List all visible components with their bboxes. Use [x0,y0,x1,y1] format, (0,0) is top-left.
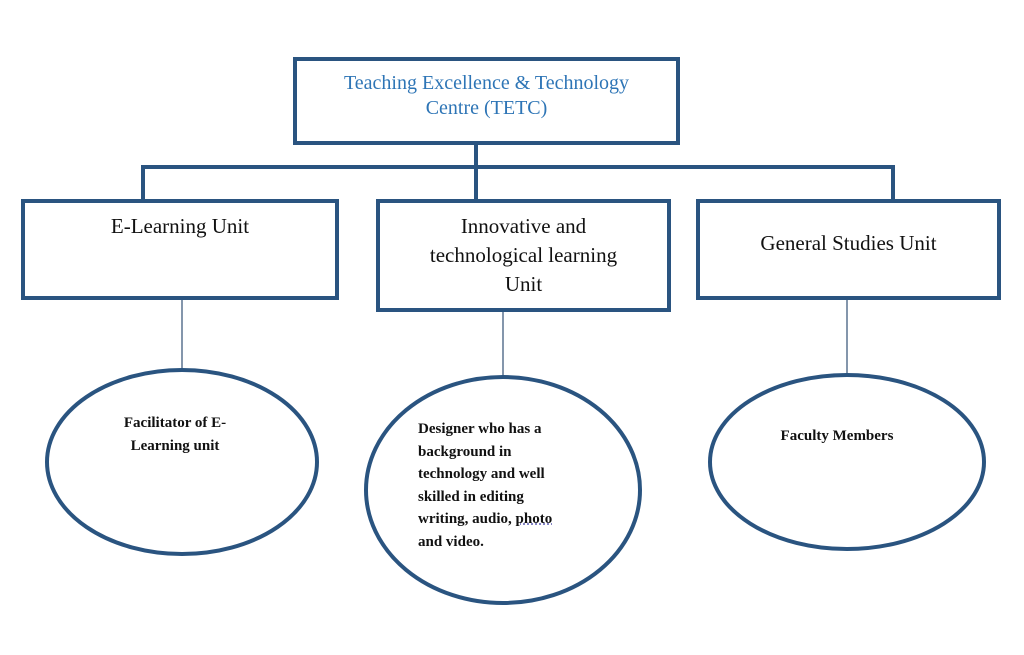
unit-label: E-Learning Unit [110,214,250,238]
role-line: Learning unit [130,437,220,454]
role-ellipse-3 [708,373,986,551]
root-box: Teaching Excellence & Technology Centre … [293,57,680,145]
unit-label-line1: Innovative and [460,214,587,238]
role-line: Faculty Members [780,428,894,444]
root-title-line1: Teaching Excellence & Technology [343,72,630,94]
unit-box-elearning: E-Learning Unit [21,199,339,300]
role-text-facilitator: Facilitator of E- Learning unit [95,412,255,457]
unit-label-line2: technological learning [429,243,618,267]
role-line: Facilitator of E- [123,415,227,431]
role-line-part: photo [515,511,553,527]
role-ellipse-1 [45,368,319,556]
role-ellipse-2 [364,375,642,605]
unit-label-line3: Unit [504,272,543,296]
role-line: Designer who has a [418,421,542,437]
unit-box-general-studies: General Studies Unit [696,199,1001,300]
role-line: skilled in editing [418,488,524,505]
role-line-part: writing, audio, [418,511,516,527]
role-line: technology and well [418,466,545,482]
role-text-designer: Designer who has a background in technol… [418,418,618,553]
role-line: and video. [418,533,484,550]
role-line: background in [418,443,512,460]
role-line: writing, audio, photo [418,508,618,531]
unit-box-innovative: Innovative and technological learning Un… [376,199,671,312]
unit-label: General Studies Unit [760,231,937,255]
root-title-line2: Centre (TETC) [425,97,548,119]
role-text-faculty: Faculty Members [747,425,927,448]
